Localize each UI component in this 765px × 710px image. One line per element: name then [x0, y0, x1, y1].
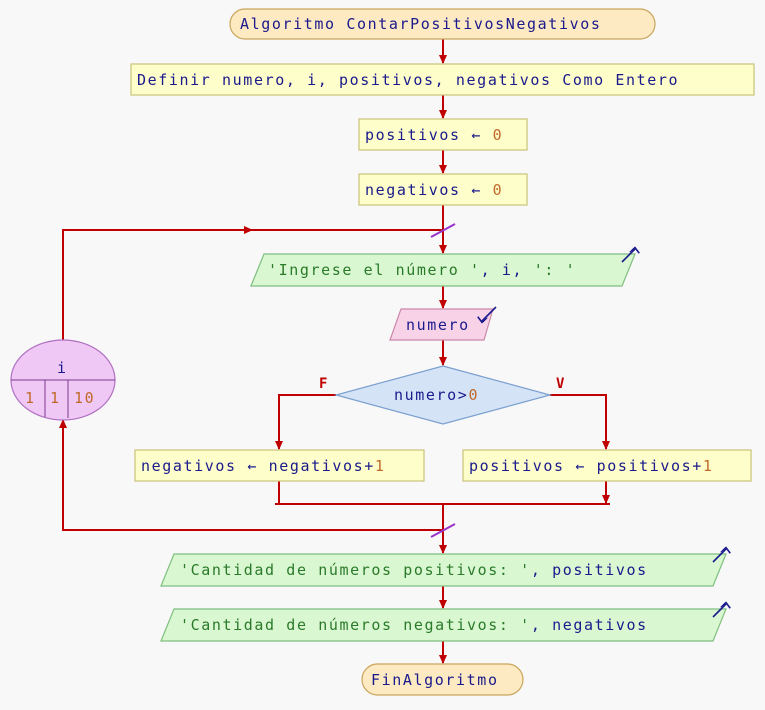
output-positivos-shape — [160, 553, 727, 587]
start-terminator — [229, 8, 656, 40]
branch-false-label: negativos ← negativos+1 — [141, 457, 386, 475]
input-numero-label: numero — [406, 316, 470, 334]
define-process-box — [130, 63, 755, 96]
output-positivos-label: 'Cantidad de números positivos: ', posit… — [180, 561, 648, 579]
output-prompt-shape — [250, 253, 636, 287]
loop-join-marker — [430, 223, 456, 238]
output-negativos-shape — [160, 608, 727, 642]
decision-diamond — [333, 365, 553, 425]
assign-positivos-box — [358, 118, 528, 151]
define-label: Definir numero, i, positivos, negativos … — [137, 71, 680, 89]
start-label: Algoritmo ContarPositivosNegativos — [240, 15, 602, 33]
assign-negativos-box — [358, 173, 528, 206]
input-numero-shape — [389, 308, 494, 341]
output-arrow-icon — [621, 249, 635, 263]
loop-end-label: 10 — [74, 389, 96, 407]
branch-false-box — [134, 449, 425, 482]
input-arrow-icon — [482, 306, 497, 321]
branch-true-box — [462, 449, 752, 482]
decision-label: numero>0 — [394, 386, 480, 404]
false-branch-tag: F — [319, 376, 328, 392]
branch-true-label: positivos ← positivos+1 — [469, 457, 714, 475]
output-positivos-arrow-icon — [712, 549, 726, 563]
true-branch-tag: V — [556, 376, 565, 392]
loop-var-label: i — [57, 359, 68, 377]
end-label: FinAlgoritmo — [371, 671, 499, 689]
connector-lines — [59, 39, 610, 664]
output-prompt-label: 'Ingrese el número ', i, ': ' — [268, 261, 577, 279]
loop-step-label: 1 — [50, 389, 61, 407]
loop-start-label: 1 — [25, 389, 36, 407]
end-terminator — [361, 663, 524, 696]
assign-negativos-label: negativos ← 0 — [365, 181, 504, 199]
output-negativos-arrow-icon — [712, 604, 726, 618]
assign-positivos-label: positivos ← 0 — [365, 126, 504, 144]
output-negativos-label: 'Cantidad de números negativos: ', negat… — [180, 616, 648, 634]
loop-exit-marker — [430, 523, 456, 538]
